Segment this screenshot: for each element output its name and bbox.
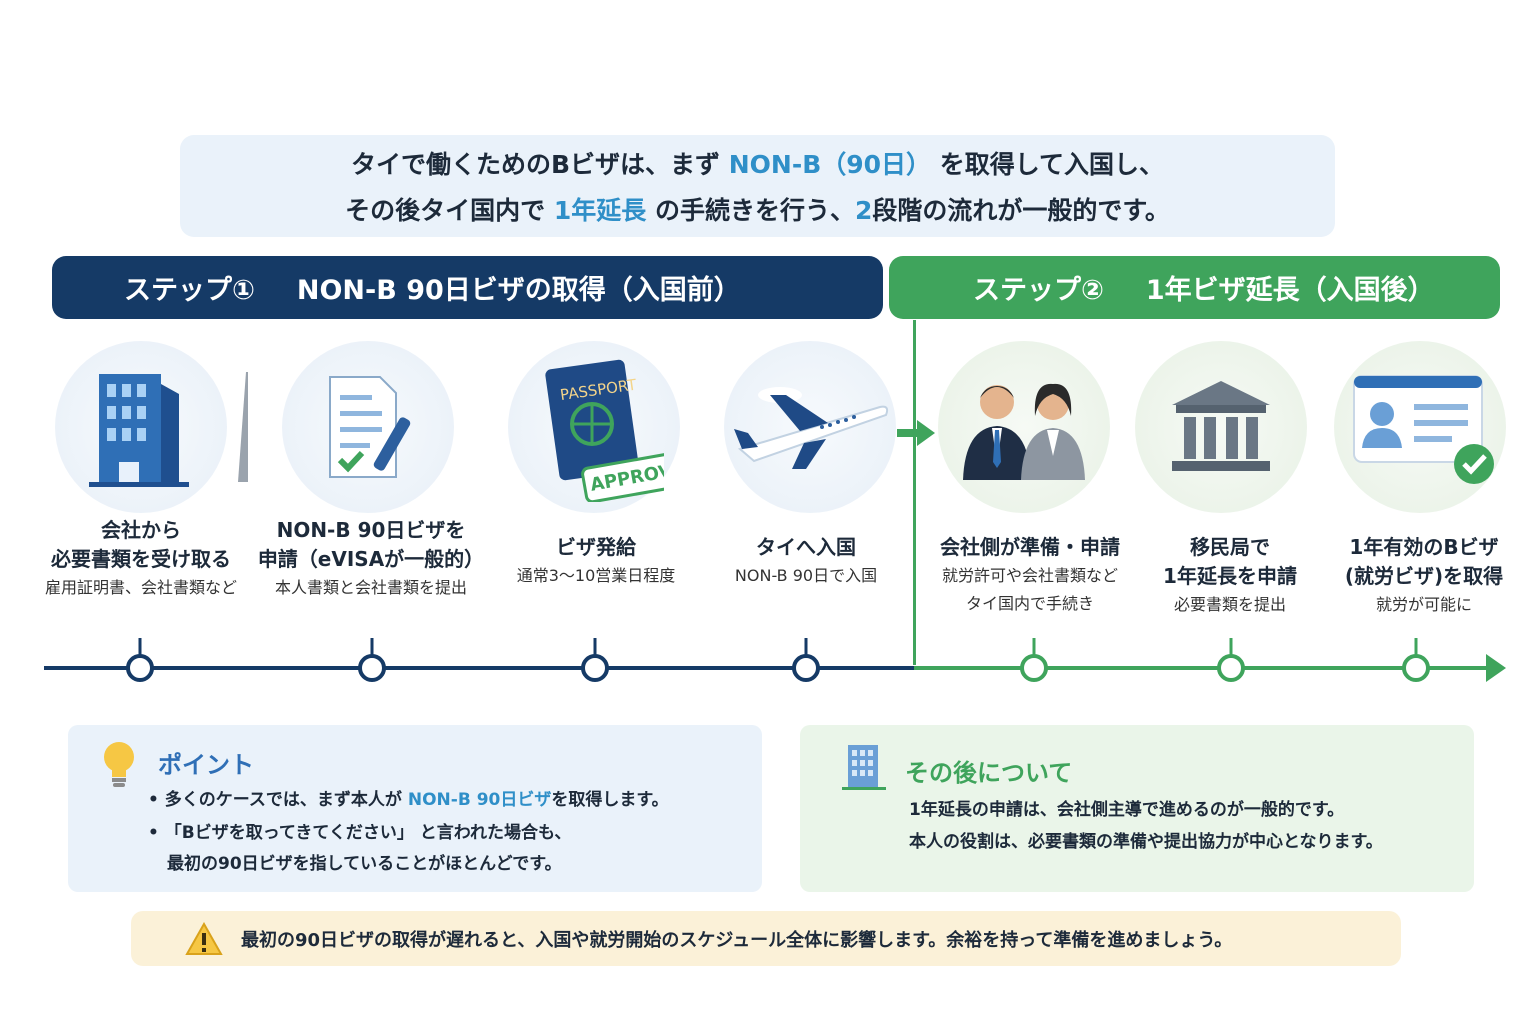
step-description: 就労が可能に	[1375, 595, 1472, 614]
warning-bar: 最初の90日ビザの取得が遅れると、入国や就労開始のスケジュール全体に影響します。…	[131, 911, 1401, 966]
step-circle	[938, 341, 1110, 513]
company-staff-icon	[963, 383, 1085, 480]
step-circle	[1334, 341, 1506, 513]
passport-approved-icon: PASSPORT APPROVED	[545, 359, 664, 502]
step-item: ビザ発給 通常3〜10営業日程度	[490, 533, 702, 590]
point-text: • 多くのケースでは、まず本人が	[148, 790, 408, 810]
warning-icon	[185, 921, 223, 955]
step-description: 必要書類を提出	[1173, 595, 1286, 614]
step-item: NON-B 90日ビザを 申請（eVISAが一般的） 本人書類と会社書類を提出	[240, 516, 502, 602]
intro-highlight: 2	[854, 196, 873, 225]
step-item: 会社から 必要書類を受け取る 雇用証明書、会社書類など	[0, 516, 282, 602]
intro-text: 段階の流れが一般的です。	[872, 196, 1170, 225]
timeline	[44, 638, 1506, 682]
timeline-node	[126, 638, 154, 682]
step-title: ビザ発給	[556, 535, 636, 559]
point-bullet-2: • 「Bビザを取ってきてください」 と言われた場合も、	[148, 823, 572, 843]
step-description: 雇用証明書、会社書類など	[44, 578, 237, 597]
lightbulb-icon	[104, 742, 134, 787]
step-title: 1年有効のBビザ	[1349, 535, 1499, 559]
point-bullet-1: • 多くのケースでは、まず本人が NON-B 90日ビザを取得します。	[148, 785, 669, 810]
step-title: 申請（eVISAが一般的）	[257, 547, 485, 571]
after-title: その後について	[905, 759, 1073, 787]
after-line-1: 1年延長の申請は、会社側主導で進めるのが一般的です。	[909, 800, 1345, 820]
step-circle: PASSPORT APPROVED	[508, 341, 680, 513]
step2-title: 1年ビザ延長（入国後）	[1145, 275, 1435, 306]
step-description: NON-B 90日で入国	[734, 566, 878, 585]
intro-line-1: タイで働くためのBビザは、まず NON-B（90日） を取得して入国し、	[351, 145, 1164, 181]
intro-text: その後タイ国内で	[345, 196, 554, 225]
step-title: 会社側が準備・申請	[940, 535, 1120, 559]
step1-header: ステップ① NON-B 90日ビザの取得（入国前）	[52, 256, 883, 319]
step-circle	[1135, 341, 1307, 513]
after-panel: その後について 1年延長の申請は、会社側主導で進めるのが一般的です。 本人の役割…	[800, 725, 1474, 892]
step-divider	[913, 320, 916, 665]
step-title: 移民局で	[1190, 535, 1270, 559]
intro-text: を取得して入国し、	[931, 150, 1165, 179]
step-circle	[55, 341, 227, 513]
intro-box: タイで働くためのBビザは、まず NON-B（90日） を取得して入国し、 その後…	[180, 135, 1335, 237]
step-description: 通常3〜10営業日程度	[516, 566, 676, 585]
step-title: NON-B 90日ビザを	[276, 518, 466, 542]
step-title: 会社から	[101, 518, 181, 542]
divider-arrow-icon	[897, 420, 935, 446]
airplane-icon	[734, 387, 889, 469]
intro-line-2: その後タイ国内で 1年延長 の手続きを行う、2段階の流れが一般的です。	[345, 191, 1170, 227]
step-title: 1年延長を申請	[1163, 564, 1297, 588]
intro-highlight: NON-B（90日）	[728, 150, 932, 179]
timeline-node	[1217, 638, 1245, 682]
point-title: ポイント	[158, 751, 254, 779]
step-title: タイへ入国	[756, 535, 856, 559]
step-item: 移民局で 1年延長を申請 必要書類を提出	[1138, 533, 1322, 619]
point-panel: ポイント • 多くのケースでは、まず本人が NON-B 90日ビザを取得します。…	[68, 725, 762, 892]
intro-text: の手続きを行う、	[646, 196, 855, 225]
timeline-node	[581, 638, 609, 682]
warning-text: 最初の90日ビザの取得が遅れると、入国や就労開始のスケジュール全体に影響します。…	[241, 929, 1233, 951]
divider-blade-icon	[238, 372, 248, 482]
timeline-node	[358, 638, 386, 682]
timeline-node	[1402, 638, 1430, 682]
intro-text: タイで働くためのBビザは、まず	[350, 150, 729, 179]
point-text: を取得します。	[551, 790, 669, 810]
step-item: タイへ入国 NON-B 90日で入国	[705, 533, 907, 590]
immigration-office-icon	[1172, 381, 1270, 471]
application-document-icon	[329, 376, 411, 478]
step-title: 必要書類を受け取る	[51, 547, 231, 571]
building-icon	[842, 745, 886, 790]
step2-number: ステップ②	[973, 275, 1104, 306]
point-bullet-2-cont: 最初の90日ビザを指していることがほとんどです。	[167, 854, 562, 874]
step1-title: NON-B 90日ビザの取得（入国前）	[296, 275, 741, 306]
step-circle	[282, 341, 454, 513]
step1-number: ステップ①	[124, 275, 255, 306]
office-building-icon	[89, 374, 189, 487]
timeline-node	[792, 638, 820, 682]
step-circle	[724, 341, 896, 513]
point-highlight: NON-B 90日ビザ	[407, 790, 552, 810]
timeline-node	[1020, 638, 1048, 682]
id-card-check-icon	[1353, 375, 1494, 484]
step2-header: ステップ② 1年ビザ延長（入国後）	[889, 256, 1500, 319]
step-description: タイ国内で手続き	[965, 594, 1094, 613]
step-item: 会社側が準備・申請 就労許可や会社書類など タイ国内で手続き	[922, 533, 1138, 618]
intro-highlight: 1年延長	[553, 196, 647, 225]
step-item: 1年有効のBビザ (就労ビザ)を取得 就労が可能に	[1326, 533, 1522, 619]
step-title: (就労ビザ)を取得	[1344, 564, 1504, 588]
timeline-arrow-icon	[1486, 654, 1506, 682]
after-line-2: 本人の役割は、必要書類の準備や提出協力が中心となります。	[909, 832, 1383, 852]
step-description: 本人書類と会社書類を提出	[274, 578, 467, 597]
step-description: 就労許可や会社書類など	[941, 566, 1118, 585]
